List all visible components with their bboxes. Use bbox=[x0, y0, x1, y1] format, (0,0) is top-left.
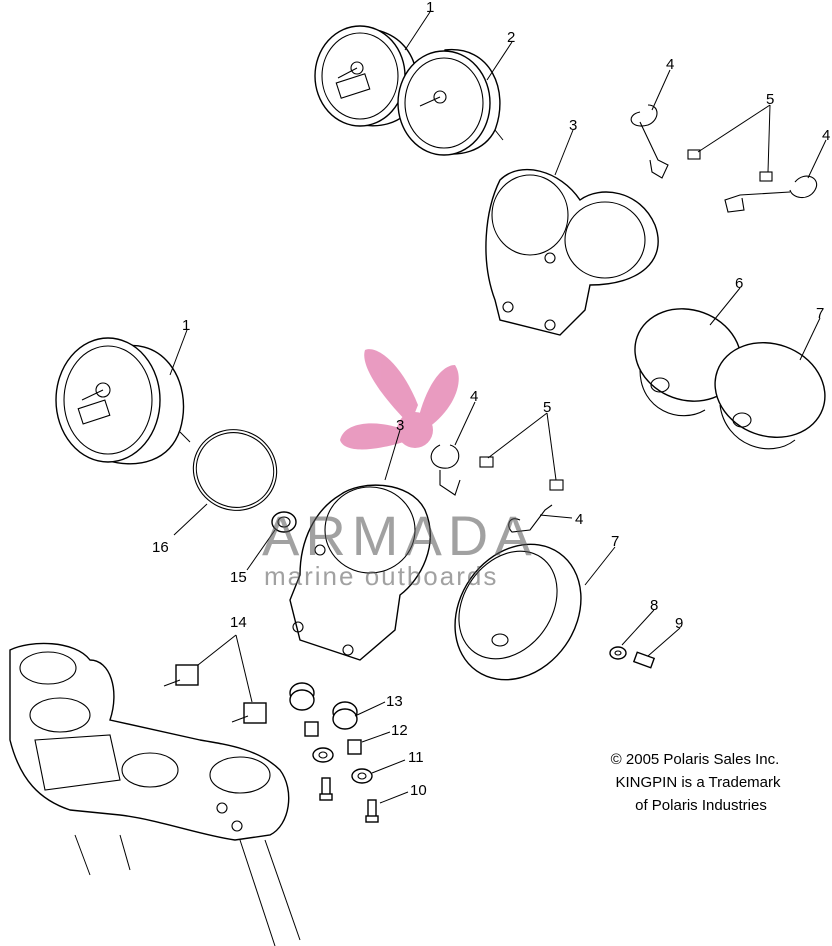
callout-label: 8 bbox=[650, 597, 658, 614]
rubber-mount-upper bbox=[163, 664, 199, 687]
callout-label: 5 bbox=[543, 399, 551, 416]
copyright-line-3: of Polaris Industries bbox=[635, 797, 767, 814]
callout-label: 4 bbox=[470, 388, 478, 405]
bolt-top bbox=[687, 149, 773, 182]
watermark-propeller-logo bbox=[340, 349, 459, 450]
callout-label: 10 bbox=[410, 782, 427, 799]
callout-label: 3 bbox=[569, 117, 577, 134]
callout-label: 7 bbox=[816, 305, 824, 322]
bolt-left bbox=[319, 777, 333, 801]
watermark-brand: ARMADA bbox=[262, 504, 538, 567]
callout-label: 13 bbox=[386, 693, 403, 710]
bolt-right bbox=[365, 799, 379, 823]
callout-label: 5 bbox=[766, 91, 774, 108]
wire-clip-middle-right bbox=[508, 504, 553, 533]
grommet-left bbox=[289, 682, 315, 711]
gauge-bracket-dual bbox=[485, 168, 659, 336]
leader-lines bbox=[169, 11, 827, 804]
spacer-left bbox=[304, 721, 319, 737]
callout-label: 3 bbox=[396, 417, 404, 434]
gauge-single-lower bbox=[55, 337, 191, 465]
bolt-middle bbox=[479, 456, 564, 491]
callout-label: 1 bbox=[182, 317, 190, 334]
spacer-right bbox=[347, 739, 362, 755]
callout-label: 9 bbox=[675, 615, 683, 632]
callout-label: 16 bbox=[152, 539, 169, 556]
grommet-right bbox=[332, 701, 358, 730]
indicator-lamp bbox=[271, 511, 297, 533]
washer bbox=[609, 646, 627, 660]
callout-label: 2 bbox=[507, 29, 515, 46]
callout-label: 4 bbox=[822, 127, 830, 144]
wire-clip-middle bbox=[430, 444, 461, 496]
callout-label: 14 bbox=[230, 614, 247, 631]
gauge-right-top bbox=[397, 49, 504, 156]
callout-label: 6 bbox=[735, 275, 743, 292]
triple-clamp bbox=[9, 642, 301, 946]
wire-clip-top-right bbox=[724, 175, 818, 213]
callout-label: 7 bbox=[611, 533, 619, 550]
callout-label: 15 bbox=[230, 569, 247, 586]
callout-label: 11 bbox=[408, 749, 424, 766]
callout-label: 12 bbox=[391, 722, 408, 739]
washer-right bbox=[351, 768, 373, 784]
screw bbox=[632, 651, 656, 669]
gauge-cup-left bbox=[634, 308, 742, 417]
rubber-mount-lower bbox=[231, 702, 267, 724]
watermark-tagline: marine outboards bbox=[264, 561, 498, 591]
o-ring bbox=[192, 429, 278, 511]
wire-clip-top bbox=[630, 104, 669, 179]
washer-left bbox=[312, 747, 334, 763]
callout-label: 4 bbox=[666, 56, 674, 73]
gauge-bracket-single bbox=[289, 484, 431, 661]
copyright-line-2: KINGPIN is a Trademark bbox=[615, 774, 781, 791]
gauge-cup-single bbox=[454, 543, 582, 681]
gauge-cup-right bbox=[714, 342, 826, 450]
callout-label: 1 bbox=[426, 0, 434, 16]
copyright-line-1: © 2005 Polaris Sales Inc. bbox=[611, 751, 780, 768]
callout-label: 4 bbox=[575, 511, 583, 528]
